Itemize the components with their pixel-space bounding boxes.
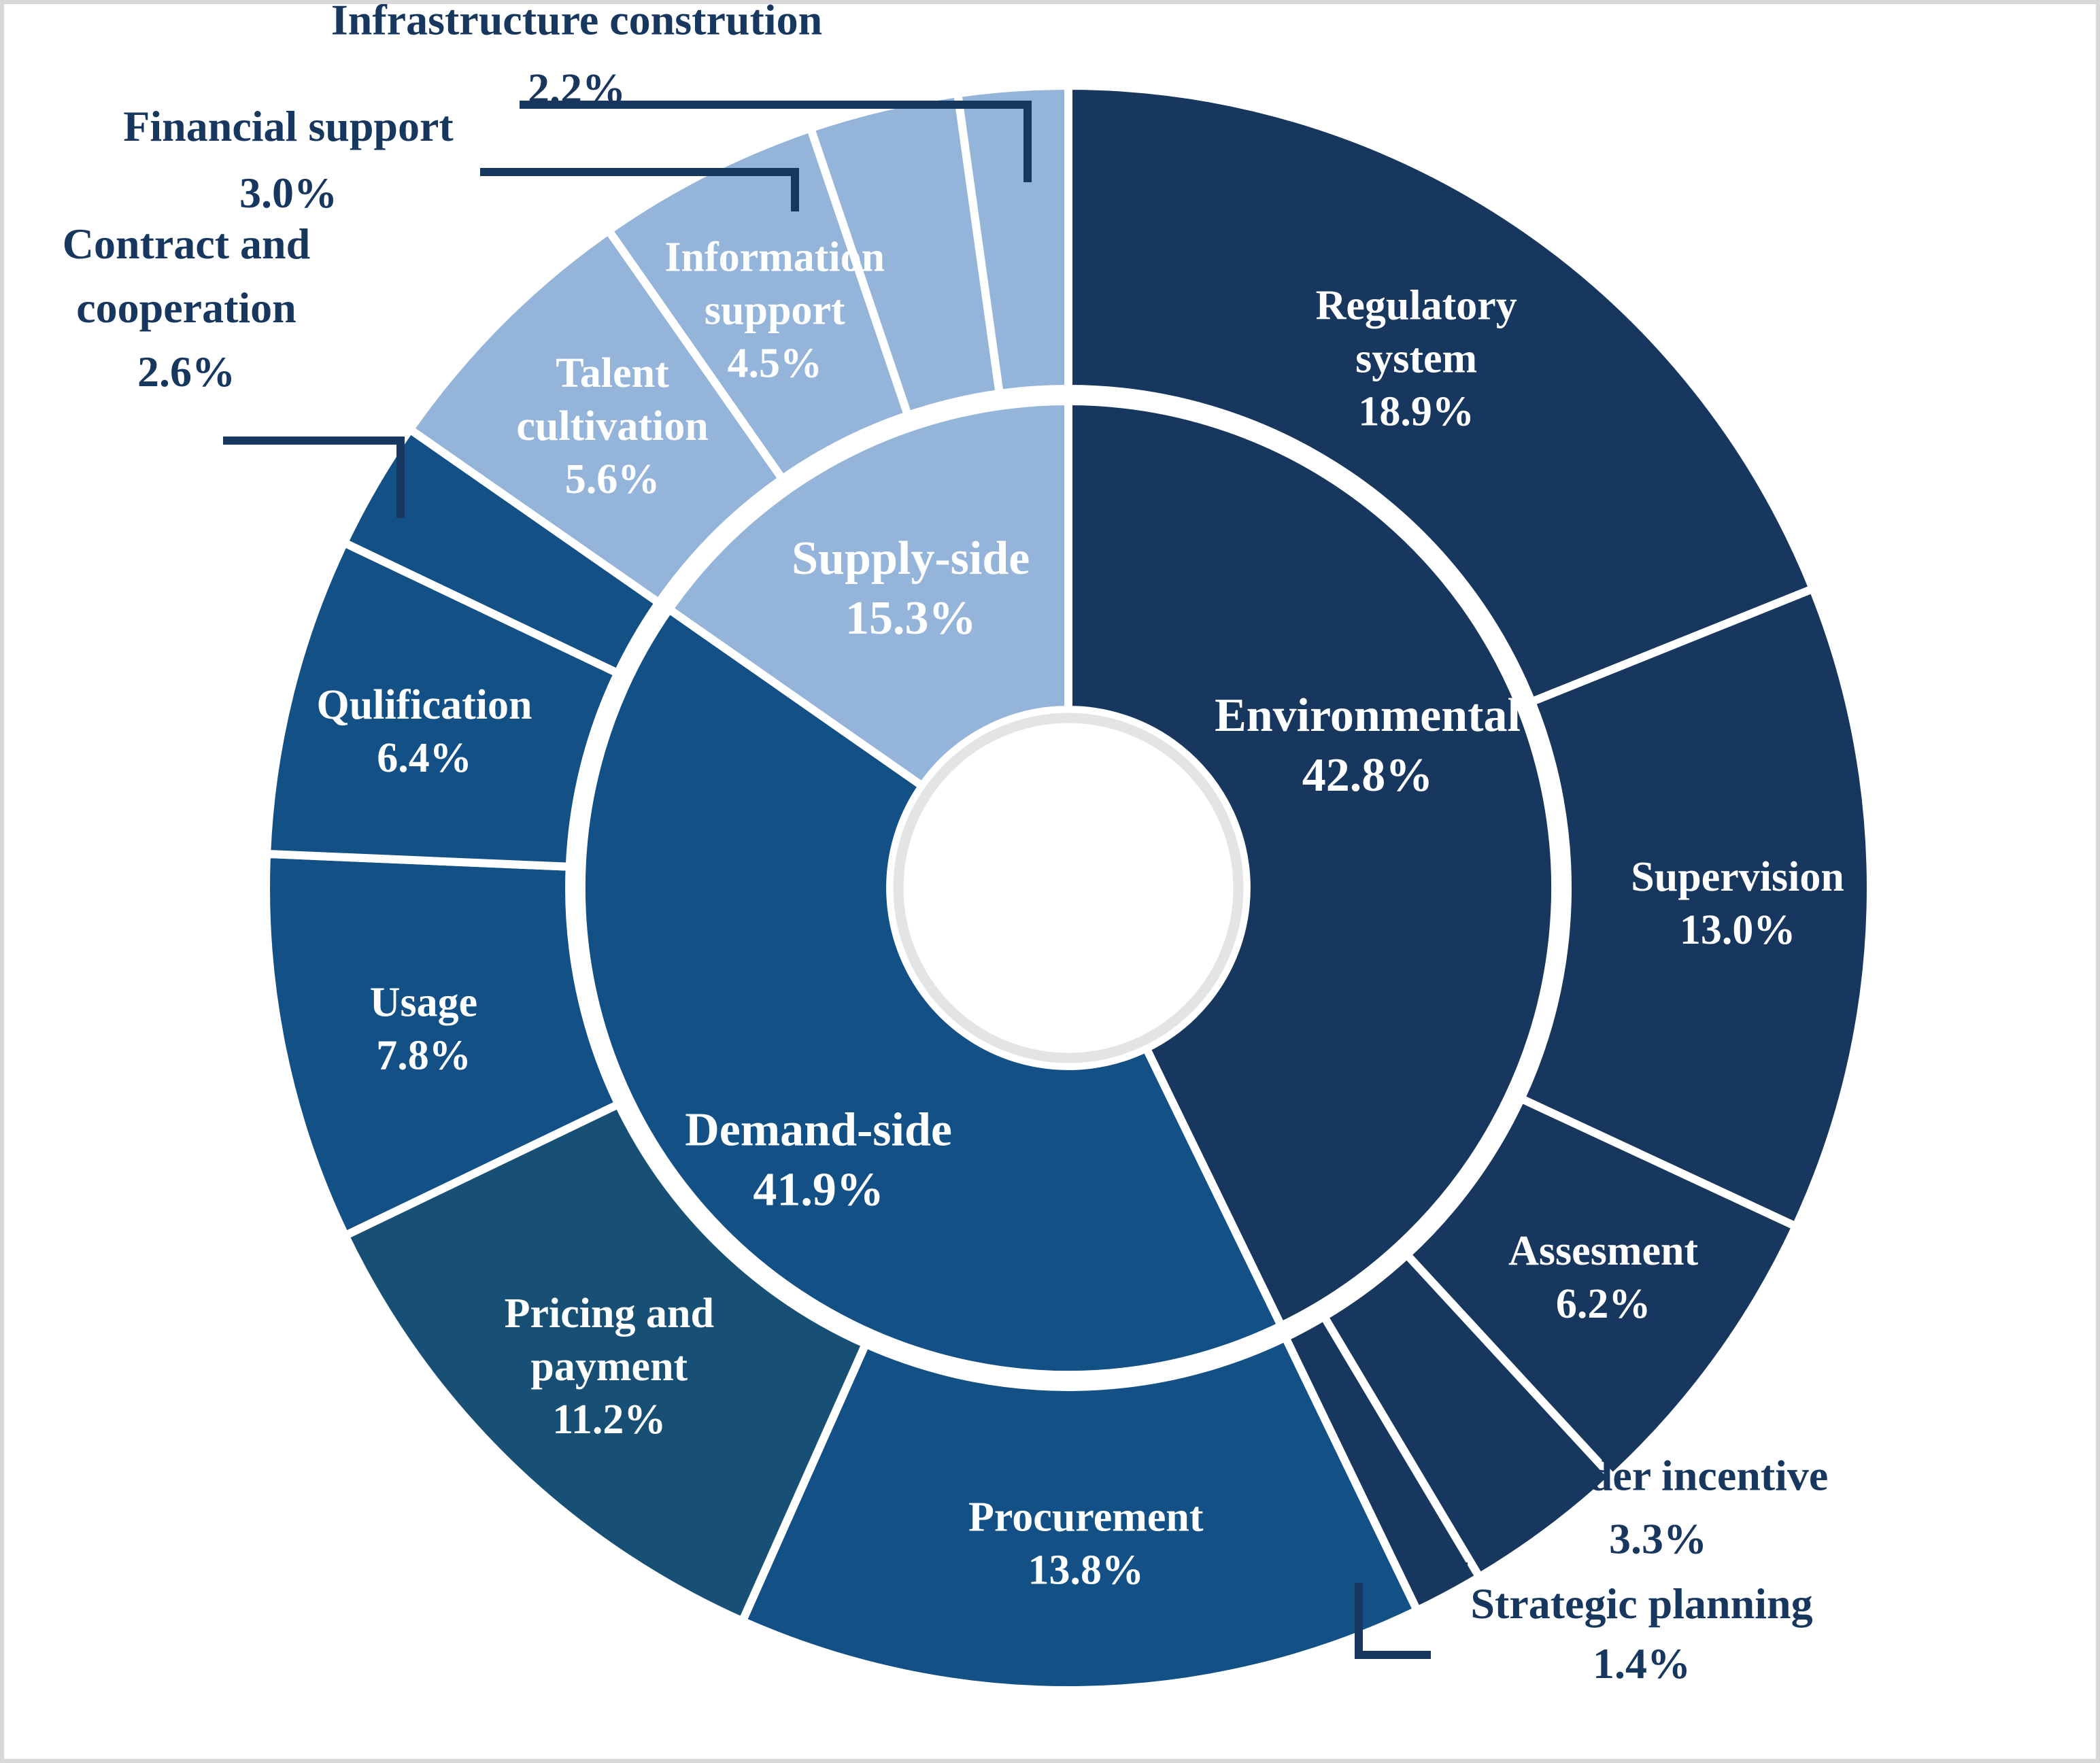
- leader-strategic-planning: [1355, 1583, 1431, 1659]
- slice-supervision: [1517, 585, 1875, 1231]
- slice-pricing-and-payment: [341, 1100, 870, 1626]
- slice-usage: [262, 849, 623, 1240]
- slice-procurement: [738, 1333, 1421, 1694]
- leader-contract-and-cooperation: [223, 437, 405, 518]
- donut-hole: [893, 713, 1244, 1063]
- slice-infrastructure-constrution: [953, 82, 1072, 398]
- slice-regulatory-system: [1064, 82, 1817, 706]
- slice-demand-side: [577, 605, 1285, 1380]
- slice-supply-side: [664, 397, 1072, 790]
- slice-environmental: [1064, 397, 1560, 1330]
- leader-provider-incentive: [1413, 1522, 1468, 1571]
- leader-financial-support: [480, 168, 799, 211]
- leader-infrastructure-constrution: [520, 101, 1032, 182]
